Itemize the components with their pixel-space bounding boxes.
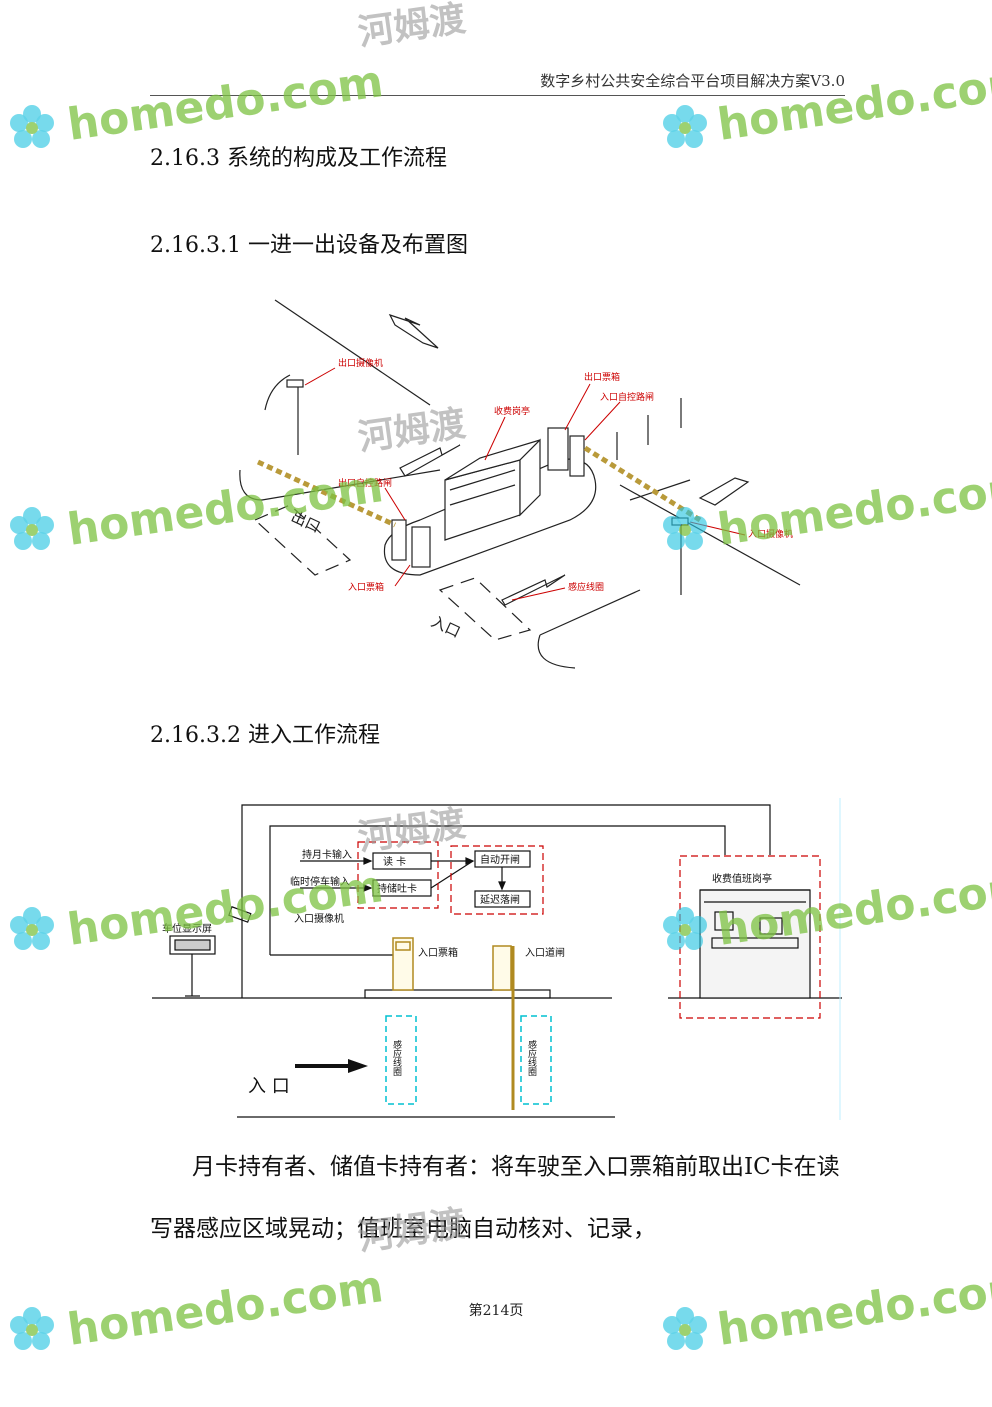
entry-flow-diagram: 持月卡输入 临时停车输入 读 卡 持储吐卡 自动开闸 延迟落闸 入口摄像机 入口… [152, 798, 842, 1120]
label-booth: 收费岗亭 [494, 405, 530, 417]
label-issue-card: 持储吐卡 [377, 882, 417, 895]
watermark-flower-icon [10, 507, 54, 550]
watermark-flower-icon [10, 105, 54, 148]
section-heading-2-16-3-2: 2.16.3.2 进入工作流程 [150, 723, 380, 748]
label-monthly-card-input: 持月卡输入 [302, 848, 352, 861]
label-exit-barrier: 出口自控路闸 [338, 477, 392, 489]
label-temp-car-input: 临时停车输入 [290, 875, 350, 888]
header-divider [150, 95, 845, 96]
watermark-flower-icon [10, 907, 54, 950]
label-exit-camera: 出口摄像机 [338, 357, 383, 369]
label-entry-camera: 入口摄像机 [294, 912, 344, 925]
body-paragraph-text: 月卡持有者、储值卡持有者：将车驶至入口票箱前取出IC卡在读写器感应区域晃动；值班… [150, 1154, 840, 1242]
page-number: 第214页 [468, 1303, 524, 1319]
section-heading-2-16-3-1: 2.16.3.1 一进一出设备及布置图 [150, 233, 468, 258]
label-entry-barrier: 入口自控路闸 [600, 391, 654, 403]
label-exit-ticket-box: 出口票箱 [584, 371, 620, 383]
body-paragraph: 月卡持有者、储值卡持有者：将车驶至入口票箱前取出IC卡在读写器感应区域晃动；值班… [150, 1136, 840, 1260]
ground-text-exit: 出口 [288, 507, 323, 536]
label-entry-camera: 入口摄像机 [748, 528, 793, 540]
watermark-brand: homedo.com [64, 56, 386, 151]
ground-text-entry: 入口 [428, 612, 463, 641]
watermark-flower-icon [663, 105, 707, 148]
label-booth: 收费值班岗亭 [712, 872, 772, 885]
label-auto-open: 自动开闸 [480, 853, 520, 866]
page-header: 数字乡村公共安全综合平台项目解决方案V3.0 [540, 72, 845, 90]
label-entry-gate: 入口道闸 [525, 946, 565, 959]
watermark-cn: 河姆渡 [356, 0, 469, 54]
label-entry-ticket-box: 入口票箱 [418, 946, 458, 959]
label-delay-close: 延迟落闸 [480, 893, 520, 906]
label-parking-display: 车位显示屏 [162, 922, 212, 935]
section-heading-2-16-3: 2.16.3 系统的构成及工作流程 [150, 146, 447, 171]
label-coil-2: 感应线圈 [526, 1039, 537, 1077]
label-sensor-coil: 感应线圈 [568, 581, 604, 593]
layout-diagram: 出口摄像机 收费岗亭 出口票箱 入口自控路闸 出口自控路闸 入口摄像机 入口票箱… [239, 299, 801, 669]
label-entry-ticket-box: 入口票箱 [348, 581, 384, 593]
label-coil-1: 感应线圈 [391, 1039, 402, 1077]
label-read-card: 读 卡 [383, 855, 406, 868]
label-entrance: 入 口 [248, 1076, 290, 1097]
